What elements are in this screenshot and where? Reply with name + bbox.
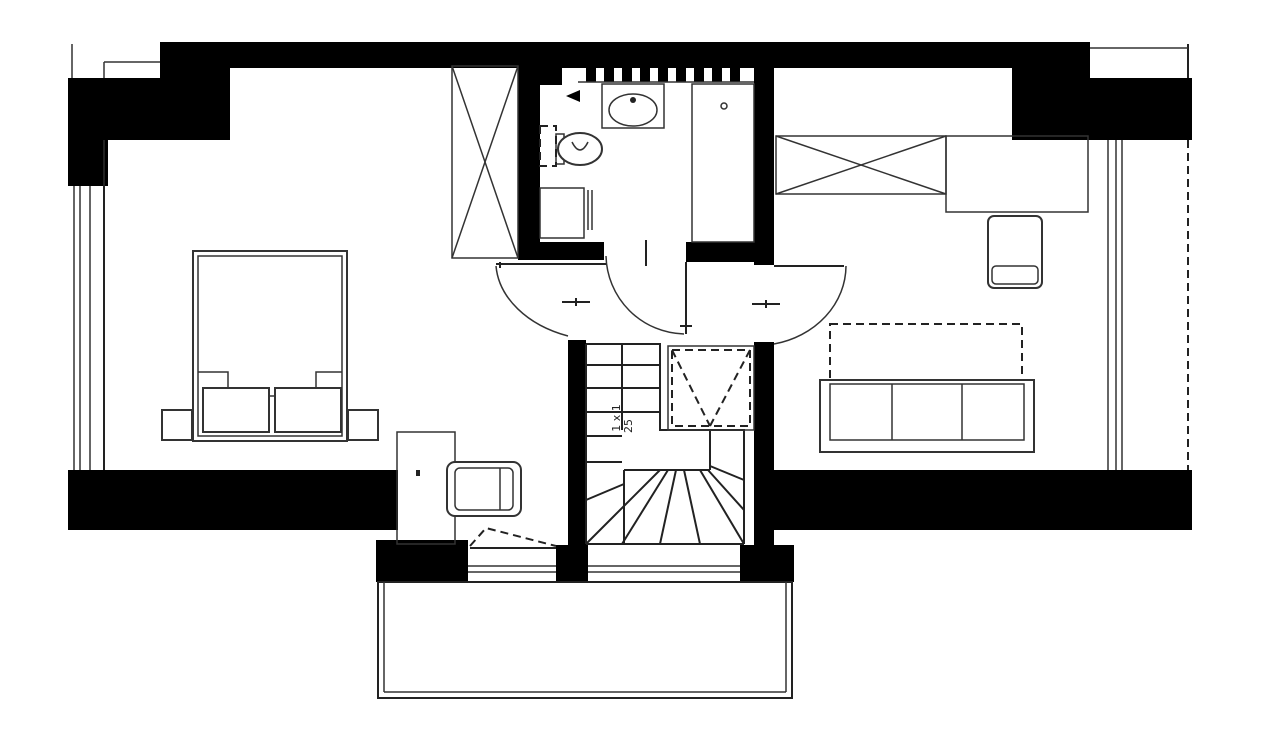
- toilet: [555, 132, 603, 166]
- balcony: [377, 565, 793, 699]
- south-wall-left: [68, 470, 398, 530]
- nightstand-right: [347, 409, 379, 441]
- sofa: [819, 379, 1035, 453]
- bath-west-wall: [518, 55, 540, 260]
- east-window: [1090, 44, 1189, 470]
- wardrobe-left: [451, 65, 519, 259]
- stair-west-wall: [568, 340, 586, 582]
- stair-label-2: 25: [622, 419, 635, 433]
- ne-pier: [1012, 78, 1192, 140]
- stair-east-wall: [754, 342, 774, 582]
- bath-window: [578, 68, 754, 83]
- door-balcony[interactable]: [469, 526, 557, 549]
- landing-wall-mid: [556, 545, 588, 582]
- armchair-left: [446, 461, 522, 517]
- door-bathroom[interactable]: [605, 240, 692, 335]
- double-bed: [192, 250, 348, 442]
- door-right-room[interactable]: [752, 265, 847, 345]
- pillow-left: [202, 387, 270, 433]
- bath-vent-icon: [566, 90, 580, 102]
- bath-east-wall: [754, 55, 774, 265]
- washbasin: [601, 83, 665, 129]
- desk-right: [945, 135, 1089, 213]
- chair-right: [987, 215, 1043, 289]
- bath-nw-block: [540, 55, 562, 85]
- bath-cabinet: [539, 187, 593, 239]
- north-wall: [160, 42, 1090, 68]
- west-window: [71, 44, 160, 470]
- shower: [691, 83, 755, 243]
- bath-south-wall-a: [518, 242, 604, 260]
- nightstand-left: [161, 409, 193, 441]
- bath-south-wall-b: [686, 242, 774, 262]
- south-wall-right: [772, 470, 1192, 530]
- walls: [68, 42, 1192, 582]
- toilet-cistern: [539, 125, 557, 167]
- staircase: 1 x 1 25: [585, 343, 745, 545]
- landing-wall-right: [740, 545, 794, 582]
- door-left-bedroom[interactable]: [495, 262, 606, 337]
- landing-wall-left: [376, 540, 468, 582]
- pillow-right: [274, 387, 342, 433]
- wardrobe-right: [775, 135, 947, 195]
- stair-label-1: 1 x 1: [610, 404, 623, 432]
- sofa-bed-extension: [829, 323, 1023, 381]
- west-wall-top: [68, 78, 108, 186]
- stair-storage: [667, 345, 755, 431]
